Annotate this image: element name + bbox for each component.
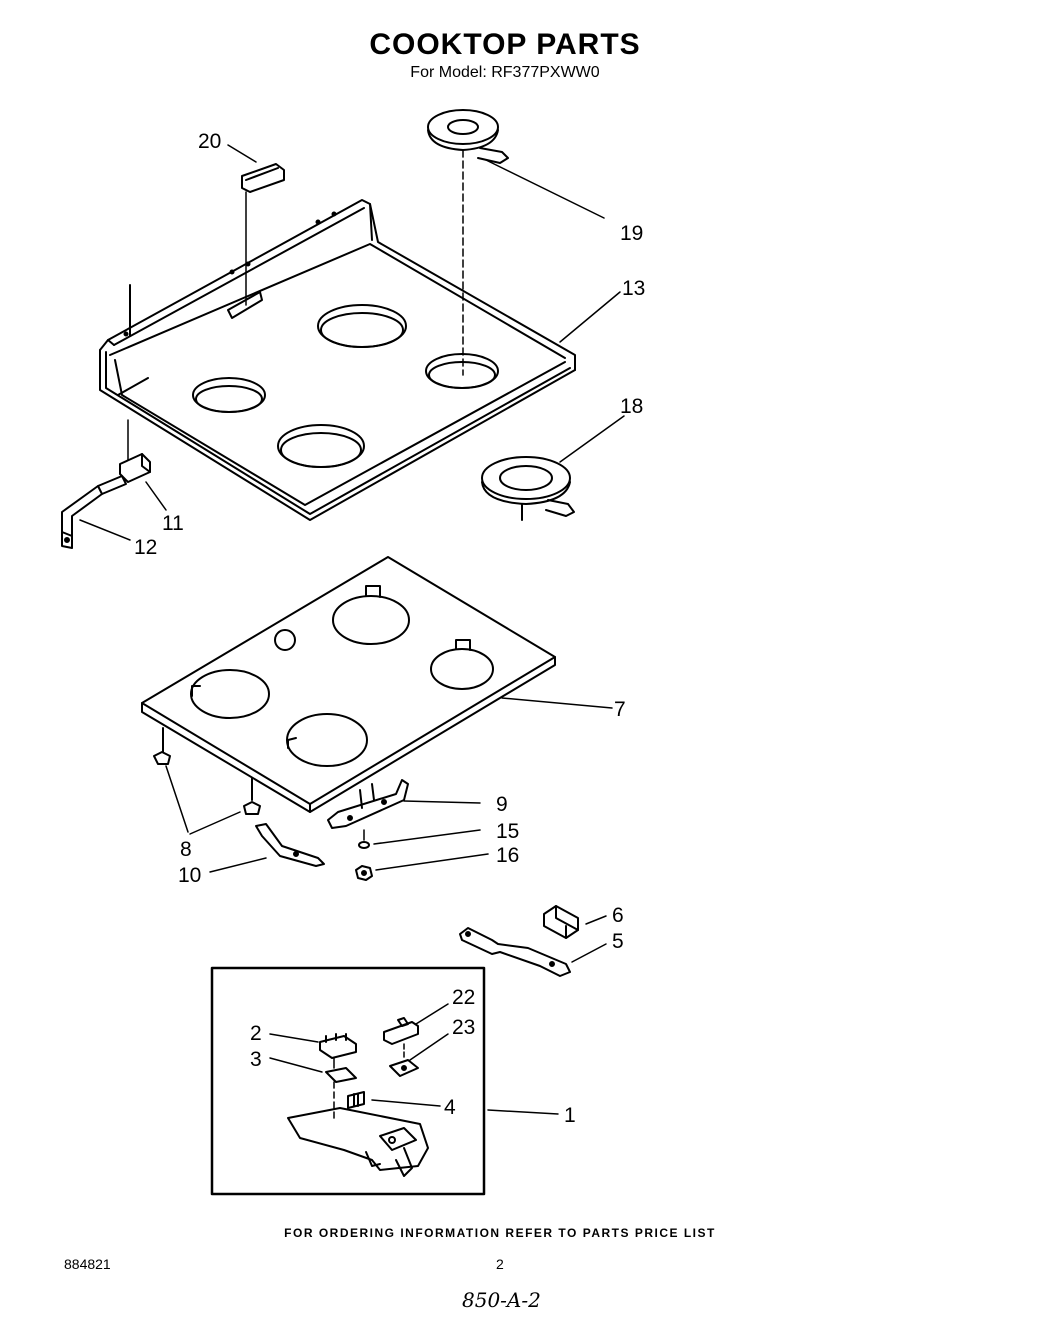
callout-18: 18 bbox=[620, 395, 643, 418]
callout-3: 3 bbox=[250, 1048, 262, 1071]
part-3-plate bbox=[325, 1057, 357, 1121]
part-22-clip bbox=[383, 1017, 419, 1061]
leader-2 bbox=[269, 1033, 319, 1043]
callout-10: 10 bbox=[178, 864, 201, 887]
callout-23: 23 bbox=[452, 1016, 475, 1039]
leader-15 bbox=[373, 829, 481, 845]
part-9-bracket bbox=[327, 779, 409, 829]
part-19-element bbox=[427, 109, 509, 376]
leader-8b bbox=[189, 811, 241, 835]
model-subtitle: For Model: RF377PXWW0 bbox=[410, 64, 600, 81]
leader-5 bbox=[571, 943, 607, 963]
part-1-inset-box bbox=[210, 966, 486, 1196]
callout-6: 6 bbox=[612, 904, 624, 927]
part-23-plate bbox=[389, 1059, 419, 1077]
leader-19 bbox=[485, 159, 605, 219]
part-5-strap bbox=[459, 927, 571, 977]
leader-7 bbox=[501, 697, 613, 709]
part-1-switch-body bbox=[287, 1107, 429, 1177]
part-2-switch-clip bbox=[319, 1033, 357, 1059]
callout-4: 4 bbox=[444, 1096, 456, 1119]
part-16-nut bbox=[355, 865, 373, 881]
leader-16 bbox=[375, 853, 489, 871]
callout-1: 1 bbox=[564, 1104, 576, 1127]
handwritten-reference: 850-A-2 bbox=[462, 1288, 541, 1312]
part-20-trim bbox=[241, 163, 285, 306]
callout-2: 2 bbox=[250, 1022, 262, 1045]
leader-12 bbox=[79, 519, 131, 541]
leader-3 bbox=[269, 1057, 323, 1073]
callout-12: 12 bbox=[134, 536, 157, 559]
page-title: COOKTOP PARTS bbox=[369, 28, 641, 61]
part-7-burner-box bbox=[141, 556, 556, 813]
ordering-note: FOR ORDERING INFORMATION REFER TO PARTS … bbox=[284, 1226, 716, 1240]
leader-18 bbox=[559, 415, 625, 463]
callout-13: 13 bbox=[622, 277, 645, 300]
callout-19: 19 bbox=[620, 222, 643, 245]
callout-22: 22 bbox=[452, 986, 475, 1009]
callout-8: 8 bbox=[180, 838, 192, 861]
part-10-bracket bbox=[255, 823, 325, 867]
leader-10 bbox=[209, 857, 267, 873]
callout-9: 9 bbox=[496, 793, 508, 816]
leader-22 bbox=[415, 1003, 449, 1025]
leader-20 bbox=[227, 144, 257, 163]
part-18-element bbox=[481, 456, 575, 521]
callout-15: 15 bbox=[496, 820, 519, 843]
part-4-terminal bbox=[347, 1091, 365, 1109]
part-6-block bbox=[543, 905, 579, 939]
part-15-washer bbox=[358, 829, 370, 849]
callout-16: 16 bbox=[496, 844, 519, 867]
leader-11 bbox=[145, 481, 167, 511]
callout-20: 20 bbox=[198, 130, 221, 153]
page-number: 2 bbox=[496, 1256, 504, 1272]
leader-1 bbox=[487, 1109, 559, 1115]
part-13-cooktop bbox=[99, 199, 576, 521]
leader-4 bbox=[371, 1099, 441, 1107]
leader-13 bbox=[559, 291, 621, 343]
callout-11: 11 bbox=[162, 512, 184, 535]
part-8-clips bbox=[153, 727, 261, 815]
leader-9 bbox=[403, 800, 481, 804]
leader-8a bbox=[165, 765, 189, 833]
part-12-hinge bbox=[61, 475, 127, 549]
document-number: 884821 bbox=[64, 1256, 111, 1272]
leader-23 bbox=[409, 1033, 449, 1061]
callout-5: 5 bbox=[612, 930, 624, 953]
leader-6 bbox=[585, 915, 607, 925]
callout-7: 7 bbox=[614, 698, 626, 721]
part-11-bushing bbox=[119, 453, 151, 483]
